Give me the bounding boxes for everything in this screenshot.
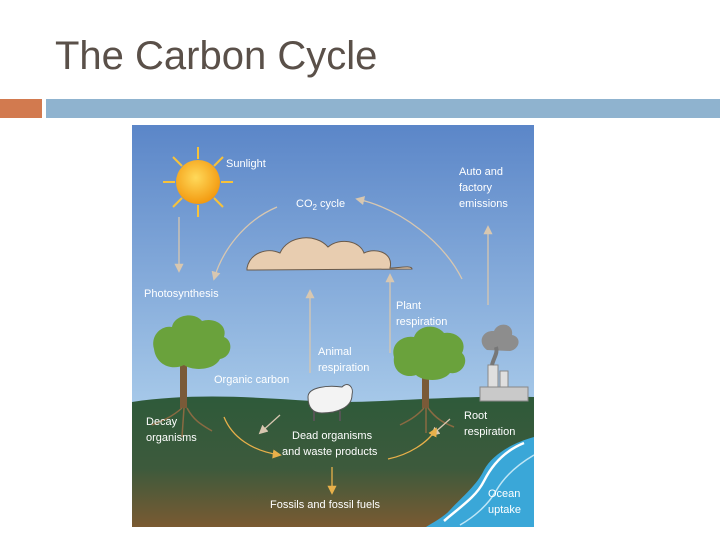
slide-title: The Carbon Cycle	[55, 34, 377, 79]
label-co2-cycle: CO2 cycle	[296, 198, 345, 212]
title-accent-bar-blue	[46, 99, 720, 118]
label-organic-carbon: Organic carbon	[214, 374, 289, 386]
title-accent-bar-orange	[0, 99, 42, 118]
label-fossils-and-fossil-fuels: Fossils and fossil fuels	[270, 499, 381, 511]
label-photosynthesis: Photosynthesis	[144, 288, 219, 300]
sun-icon	[163, 147, 233, 217]
carbon-cycle-diagram: Sunlight CO2 cycle Auto and factory emis…	[132, 125, 534, 527]
label-sunlight: Sunlight	[226, 158, 266, 170]
